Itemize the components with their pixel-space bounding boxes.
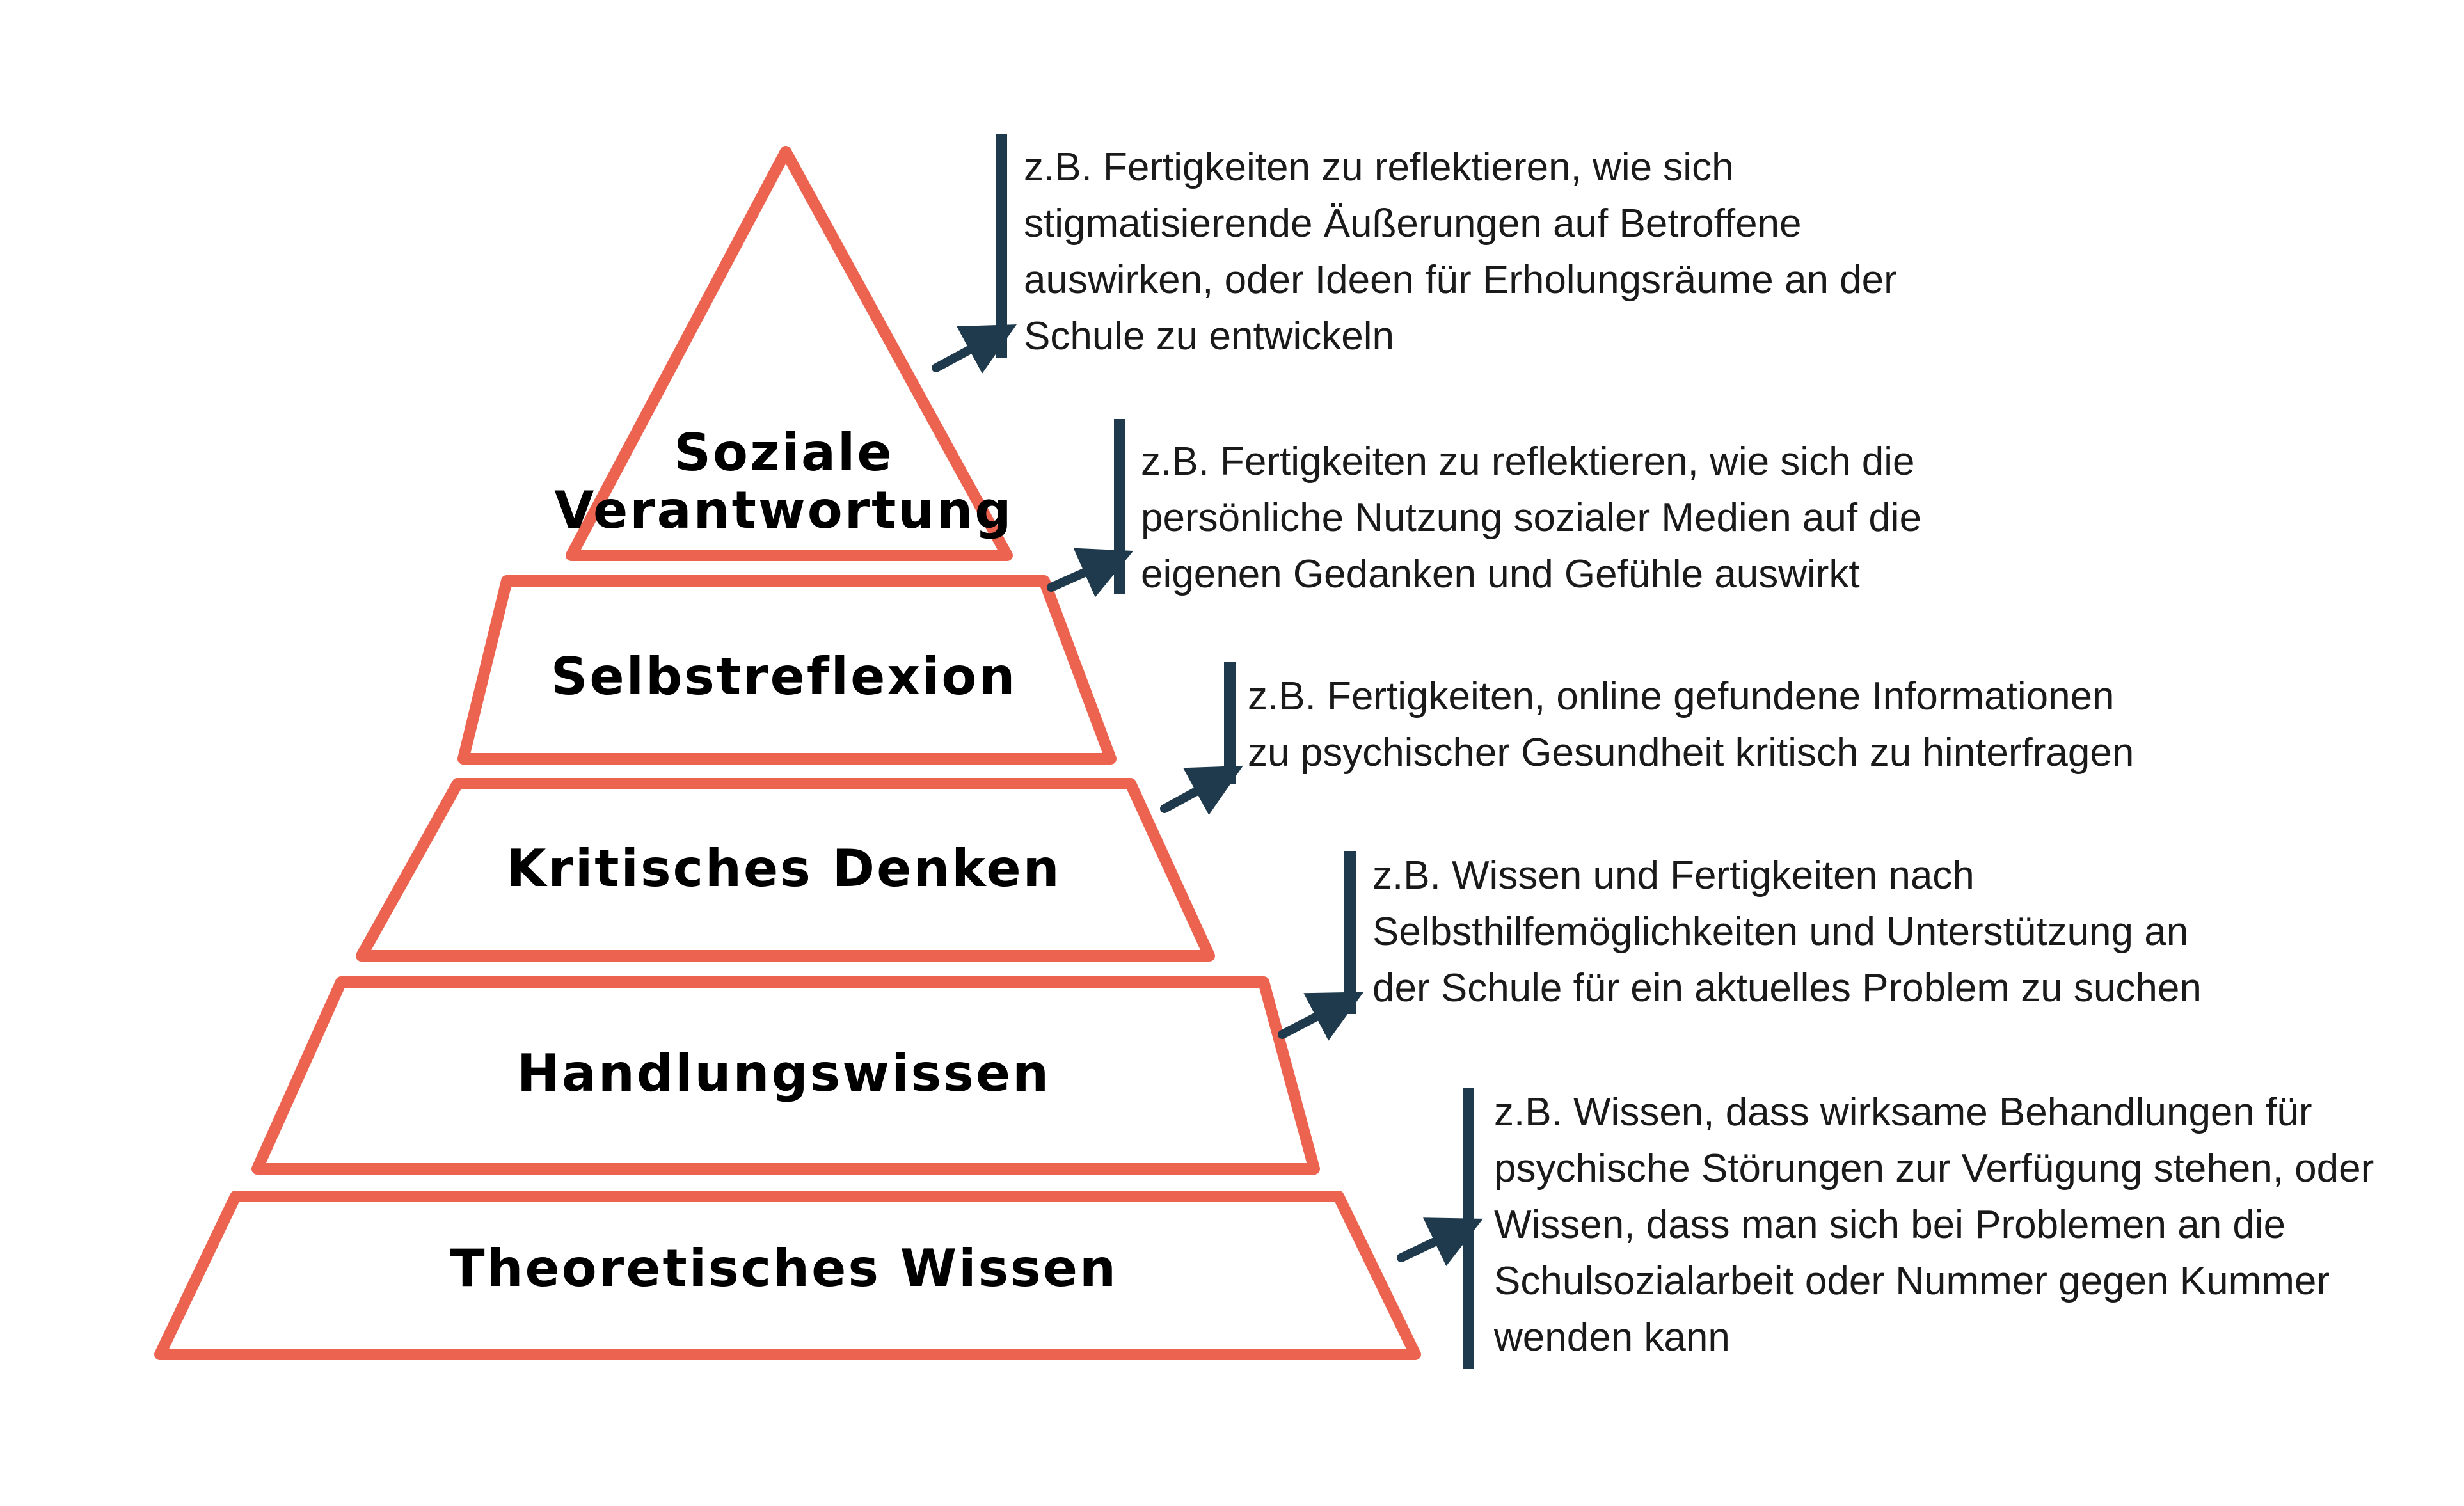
note-line: stigmatisierende Äußerungen auf Betroffe… [1024, 202, 1802, 246]
note-line: Selbsthilfemöglichkeiten und Unterstützu… [1372, 910, 2189, 954]
pyramid-level-theoretisches-wissen [154, 1191, 1421, 1360]
note-theoretisches-wissen: z.B. Wissen, dass wirksame Behandlungen … [1494, 1084, 2374, 1366]
arrow-icon [1047, 548, 1134, 598]
level-label-soziale-verantwortung: Soziale [674, 423, 893, 482]
pyramid-level-selbstreflexion [457, 575, 1117, 765]
note-line: zu psychischer Gesundheit kritisch zu hi… [1248, 731, 2134, 775]
note-selbstreflexion: z.B. Fertigkeiten zu reflektieren, wie s… [1141, 434, 1921, 603]
note-line: z.B. Fertigkeiten zu reflektieren, wie s… [1024, 145, 1734, 189]
note-line: z.B. Fertigkeiten, online gefundene Info… [1248, 674, 2115, 718]
pyramid-level-kritisches-denken [356, 778, 1215, 962]
arrow-icon [932, 324, 1017, 374]
arrow-icon [1160, 765, 1243, 815]
note-line: psychische Störungen zur Verfügung stehe… [1494, 1146, 2374, 1191]
note-line: eigenen Gedanken und Gefühle auswirkt [1141, 552, 1860, 596]
note-soziale-verantwortung: z.B. Fertigkeiten zu reflektieren, wie s… [1024, 139, 1897, 365]
level-label-selbstreflexion: Selbstreflexion [551, 647, 1017, 706]
note-line: wenden kann [1494, 1315, 1730, 1359]
level-label-theoretisches-wissen: Theoretisches Wissen [450, 1239, 1118, 1298]
note-line: Wissen, dass man sich bei Problemen an d… [1494, 1203, 2286, 1247]
note-line: persönliche Nutzung sozialer Medien auf … [1141, 496, 1922, 540]
note-line: z.B. Wissen, dass wirksame Behandlungen … [1494, 1090, 2312, 1134]
level-label-soziale-verantwortung: Verantwortung [554, 480, 1013, 540]
pyramid-level-soziale-verantwortung [566, 146, 1013, 561]
note-line: Schulsozialarbeit oder Nummer gegen Kumm… [1494, 1259, 2330, 1303]
note-line: z.B. Fertigkeiten zu reflektieren, wie s… [1141, 440, 1915, 484]
arrow-icon [1278, 992, 1364, 1041]
note-line: auswirken, oder Ideen für Erholungsräume… [1024, 258, 1897, 302]
note-line: der Schule für ein aktuelles Problem zu … [1372, 966, 2202, 1010]
note-line: z.B. Wissen und Fertigkeiten nach [1372, 853, 1975, 898]
arrow-icon [1397, 1217, 1483, 1267]
pyramid-level-handlungswissen [251, 976, 1320, 1175]
note-line: Schule zu entwickeln [1024, 314, 1394, 358]
note-kritisches-denken: z.B. Fertigkeiten, online gefundene Info… [1248, 669, 2134, 781]
level-label-kritisches-denken: Kritisches Denken [506, 839, 1061, 898]
level-label-handlungswissen: Handlungswissen [517, 1043, 1051, 1103]
